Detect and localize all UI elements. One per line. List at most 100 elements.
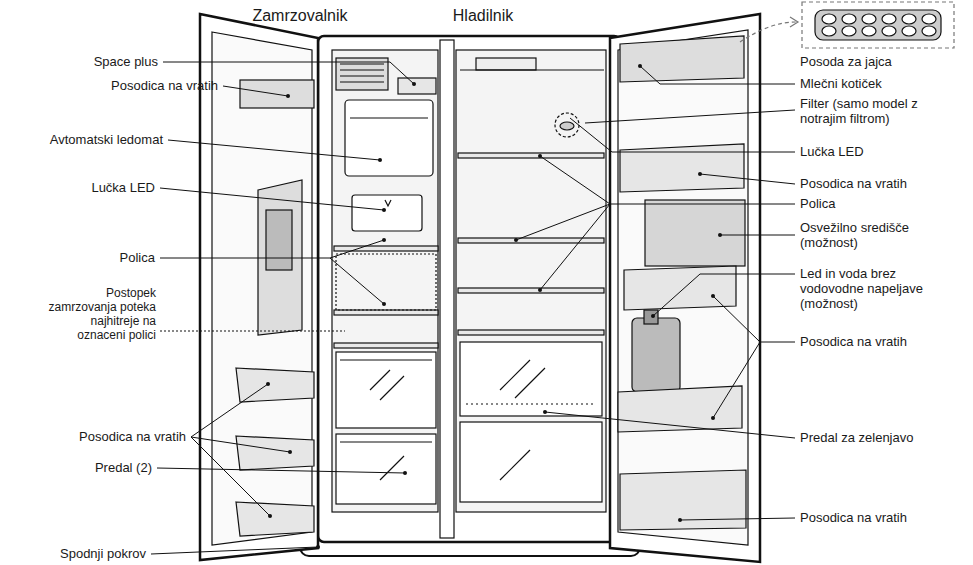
illustration-part <box>678 518 682 522</box>
illustration-part <box>711 294 715 298</box>
section-heading: Zamrzovalnik <box>252 6 347 26</box>
illustration-part <box>191 384 268 437</box>
part-label: Posodica na vratih <box>800 176 907 192</box>
part-label: Mlečni kotiček <box>800 76 882 92</box>
illustration-part <box>456 50 606 512</box>
illustration-part <box>236 502 314 536</box>
illustration-part <box>334 310 438 315</box>
part-label: Space plus <box>94 54 158 70</box>
part-label: Posodica na vratih <box>111 78 218 94</box>
part-label: Led in voda brez vodovodne napeljave (mo… <box>800 266 942 311</box>
illustration-part <box>740 22 796 42</box>
illustration-part <box>790 17 798 27</box>
illustration-part <box>720 235 795 236</box>
part-label: Posoda za jajca <box>800 54 892 70</box>
part-label: Posodica na vratih <box>800 334 907 350</box>
illustration-part <box>882 14 896 24</box>
illustration-part <box>624 266 736 310</box>
illustration-part <box>168 140 380 160</box>
illustration-part <box>538 154 542 158</box>
illustration-part <box>862 26 876 36</box>
illustration-part <box>288 450 292 454</box>
illustration-part <box>334 246 438 251</box>
part-label: Lučka LED <box>800 144 864 160</box>
illustration-part <box>620 144 744 192</box>
illustration-part <box>223 86 288 96</box>
illustration-part <box>540 204 610 290</box>
illustration-part <box>336 434 436 504</box>
illustration-part <box>336 352 436 428</box>
illustration-part <box>318 36 620 542</box>
part-label: Lučka LED <box>91 180 155 196</box>
illustration-part <box>151 547 318 554</box>
illustration-part <box>160 188 384 210</box>
illustration-part <box>713 342 760 418</box>
illustration-part <box>862 14 876 24</box>
illustration-part <box>460 422 602 502</box>
illustration-part <box>922 26 936 36</box>
illustration-part <box>711 416 715 420</box>
illustration-part <box>352 195 422 231</box>
illustration-part <box>236 368 314 402</box>
part-label: Posodica na vratih <box>79 429 186 445</box>
illustration-part <box>618 386 742 432</box>
illustration-part <box>822 14 836 24</box>
illustration-part <box>382 208 386 212</box>
illustration-part <box>476 58 536 70</box>
illustration-part <box>543 410 547 414</box>
illustration-part <box>316 545 320 549</box>
illustration-part <box>585 110 795 123</box>
illustration-part <box>802 2 954 48</box>
illustration-part <box>638 64 642 68</box>
illustration-part <box>713 296 795 342</box>
leader-lines <box>151 62 795 554</box>
illustration-part <box>336 254 436 310</box>
illustration-part <box>268 514 272 518</box>
illustration-part <box>160 331 345 332</box>
part-label: Predal za zelenjavo <box>800 430 913 446</box>
illustration-part <box>200 14 318 560</box>
illustration-part <box>340 64 384 82</box>
illustration-part <box>653 274 795 316</box>
illustration-part <box>545 412 795 438</box>
illustration-part <box>718 233 722 237</box>
illustration-part <box>698 172 702 176</box>
illustration-part <box>922 14 936 24</box>
illustration-part <box>398 78 436 94</box>
illustration-part <box>902 14 916 24</box>
illustration-part <box>822 14 936 36</box>
illustration-part <box>815 10 941 40</box>
illustration-part <box>620 36 744 82</box>
illustration-part <box>514 238 518 242</box>
leader-dots <box>266 64 722 549</box>
illustration-part <box>500 360 545 398</box>
part-label: Avtomatski ledomat <box>50 132 163 148</box>
illustration-part <box>191 437 290 452</box>
fridge-drawing <box>200 2 954 562</box>
illustration-part <box>560 122 574 130</box>
illustration-part <box>640 66 795 84</box>
illustration-part <box>412 82 416 86</box>
illustration-part <box>334 343 438 348</box>
illustration-part <box>385 200 391 206</box>
illustration-part <box>555 113 579 137</box>
illustration-part <box>236 436 314 470</box>
illustration-part <box>458 153 604 158</box>
illustration-part <box>570 118 795 152</box>
illustration-part <box>645 200 745 266</box>
illustration-part <box>332 50 438 512</box>
illustration-part <box>382 238 386 242</box>
part-label: Predal (2) <box>95 460 152 476</box>
illustration-part <box>350 117 428 118</box>
illustration-part <box>266 382 270 386</box>
illustration-part <box>440 40 454 538</box>
illustration-part <box>460 69 604 70</box>
illustration-part <box>500 450 530 480</box>
illustration-part <box>882 26 896 36</box>
illustration-part <box>842 14 856 24</box>
illustration-part <box>618 30 748 545</box>
illustration-part <box>540 156 795 204</box>
illustration-part <box>902 26 916 36</box>
